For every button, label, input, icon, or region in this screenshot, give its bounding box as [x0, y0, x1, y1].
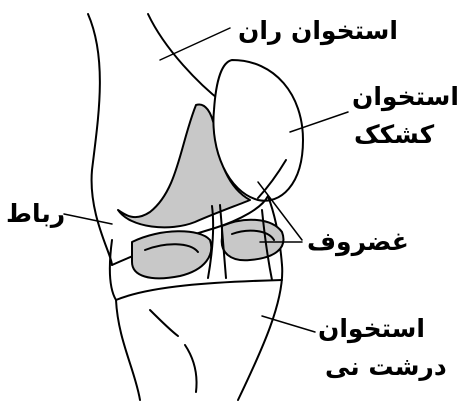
ligament-strand-1	[110, 240, 116, 300]
tibia-label-line1: استخوان	[318, 316, 425, 341]
ligament-label: رباط	[6, 201, 65, 226]
tibia-detail-2	[185, 345, 197, 392]
femur-leader-line	[160, 28, 230, 60]
patella-label-line1: استخوان	[352, 84, 459, 109]
tibia-label-line2: درشت نی	[325, 354, 447, 379]
meniscus-medial	[132, 231, 211, 278]
tibia-plateau-line	[116, 280, 282, 300]
femur-bone-outline-right	[148, 14, 222, 102]
patella-label-line2: کشکک	[354, 122, 434, 147]
ligament-leader-line	[64, 214, 112, 224]
femur-bone-outline	[88, 14, 112, 265]
tibia-detail-1	[150, 310, 178, 336]
femur-label: استخوان ران	[238, 18, 398, 43]
tibia-bone-outline	[116, 300, 140, 400]
tibia-bone-outline-right	[238, 265, 282, 400]
cartilage-label: غضروف	[307, 229, 409, 254]
